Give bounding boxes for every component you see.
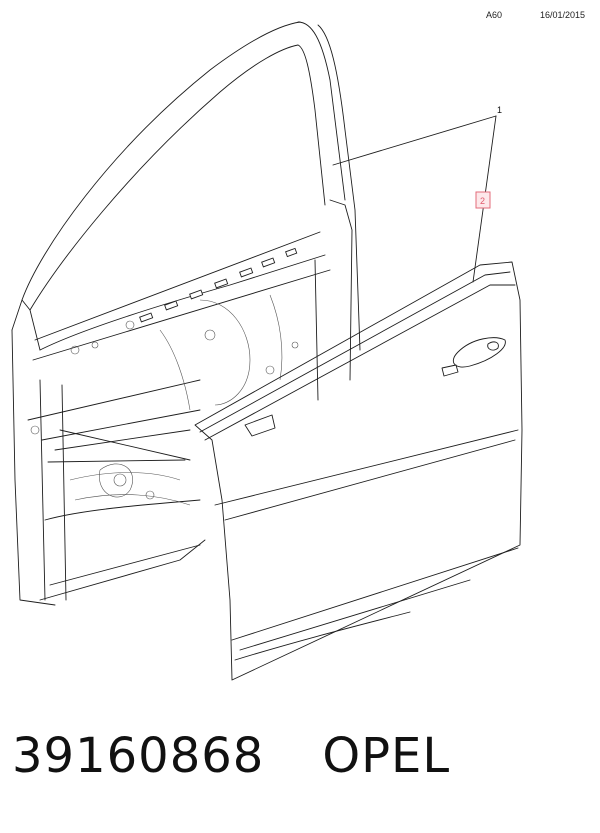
brand-name: OPEL [322,728,451,784]
callout-1: 1 [497,105,502,115]
belt-slots [139,247,298,323]
footer: 39160868 OPEL [12,728,450,798]
outer-door-panel [194,261,523,681]
callout-1-label: 1 [497,105,502,115]
door-exploded-diagram: 1 2 [11,21,523,681]
diagram-code: A60 [486,10,503,20]
diagram-date: 16/01/2015 [540,10,586,20]
callout-2-label: 2 [480,196,485,206]
part-number: 39160868 [12,728,265,784]
leader-lines [332,115,497,283]
door-frame [11,21,361,606]
callout-2: 2 [475,191,491,209]
